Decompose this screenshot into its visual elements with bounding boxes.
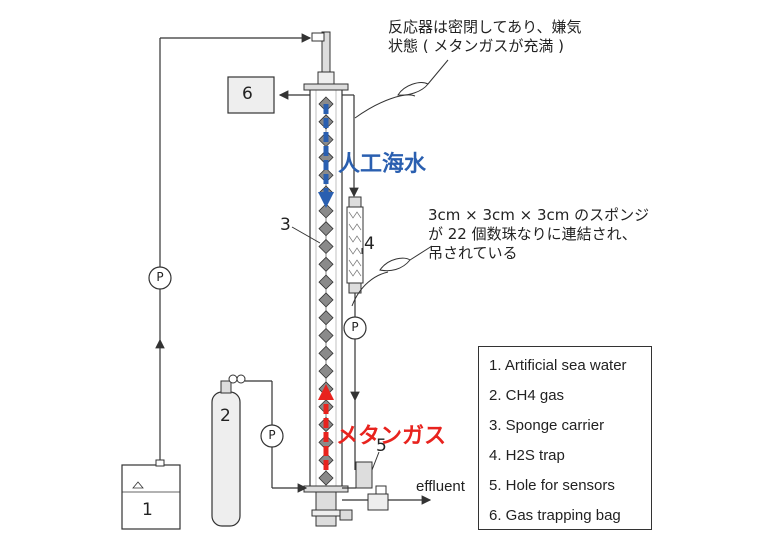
component-2-number: 2: [220, 406, 231, 426]
sponge-cube: [318, 327, 334, 344]
methane-label: メタンガス: [336, 424, 447, 449]
reactor-sealed-note: 反応器は密閉してあり、嫌気 状態 ( メタンガスが充満 ): [388, 18, 582, 56]
sponge-cube: [318, 470, 334, 486]
component-3-number: 3: [280, 215, 291, 235]
sponge-note: 3cm × 3cm × 3cm のスポンジ が 22 個数珠なりに連結され、 吊…: [428, 206, 649, 263]
sponge-line-1: 3cm × 3cm × 3cm のスポンジ: [428, 206, 650, 224]
gas-bag-line: [227, 76, 310, 114]
component-6-number: 6: [242, 84, 253, 104]
outlet-assembly: [339, 461, 432, 521]
methane-cylinder: [211, 374, 308, 527]
component-1-number: 1: [142, 500, 153, 520]
seawater-flow-arrow: [318, 104, 334, 208]
sponge-cube: [318, 256, 334, 272]
leader-lines: [291, 59, 449, 471]
component-5-number: 5: [376, 436, 387, 456]
seawater-tank: [121, 459, 181, 530]
component-4-number: 4: [364, 234, 375, 254]
sponge-cube: [318, 345, 334, 361]
legend-item-2: 2. CH4 gas: [489, 387, 565, 404]
methane-flow-arrow: [318, 384, 334, 470]
legend-item-5: 5. Hole for sensors: [489, 477, 615, 494]
legend-item-1: 1. Artificial sea water: [489, 357, 627, 374]
sponge-cube: [318, 363, 334, 379]
seawater-feed-line: [148, 33, 312, 460]
legend-box: 1. Artificial sea water 2. CH4 gas 3. Sp…: [478, 346, 652, 530]
seawater-label: 人工海水: [338, 152, 427, 177]
legend-item-4: 4. H2S trap: [489, 447, 565, 464]
reactor-sealed-line-1: 反応器は密閉してあり、嫌気: [388, 18, 582, 36]
reactor-sealed-line-2: 状態 ( メタンガスが充満 ): [388, 37, 565, 55]
top-inlet: [311, 31, 335, 93]
effluent-label: effluent: [416, 478, 465, 495]
legend-item-3: 3. Sponge carrier: [489, 417, 605, 434]
pump-gas-symbol: P: [268, 428, 276, 442]
sponge-line-2: が 22 個数珠なりに連結され、: [428, 225, 637, 243]
sponge-cube: [318, 203, 334, 219]
sponge-cube: [318, 310, 334, 326]
sponge-cube: [318, 292, 334, 308]
sponge-cube: [318, 238, 334, 255]
sponge-cube: [318, 274, 334, 290]
pump-trap-symbol: P: [351, 320, 359, 334]
pump-feed-symbol: P: [156, 270, 164, 284]
sponge-cube: [318, 221, 334, 237]
sponge-line-3: 吊されている: [428, 244, 518, 262]
h2s-trap: [342, 94, 367, 470]
legend-item-6: 6. Gas trapping bag: [489, 507, 621, 524]
